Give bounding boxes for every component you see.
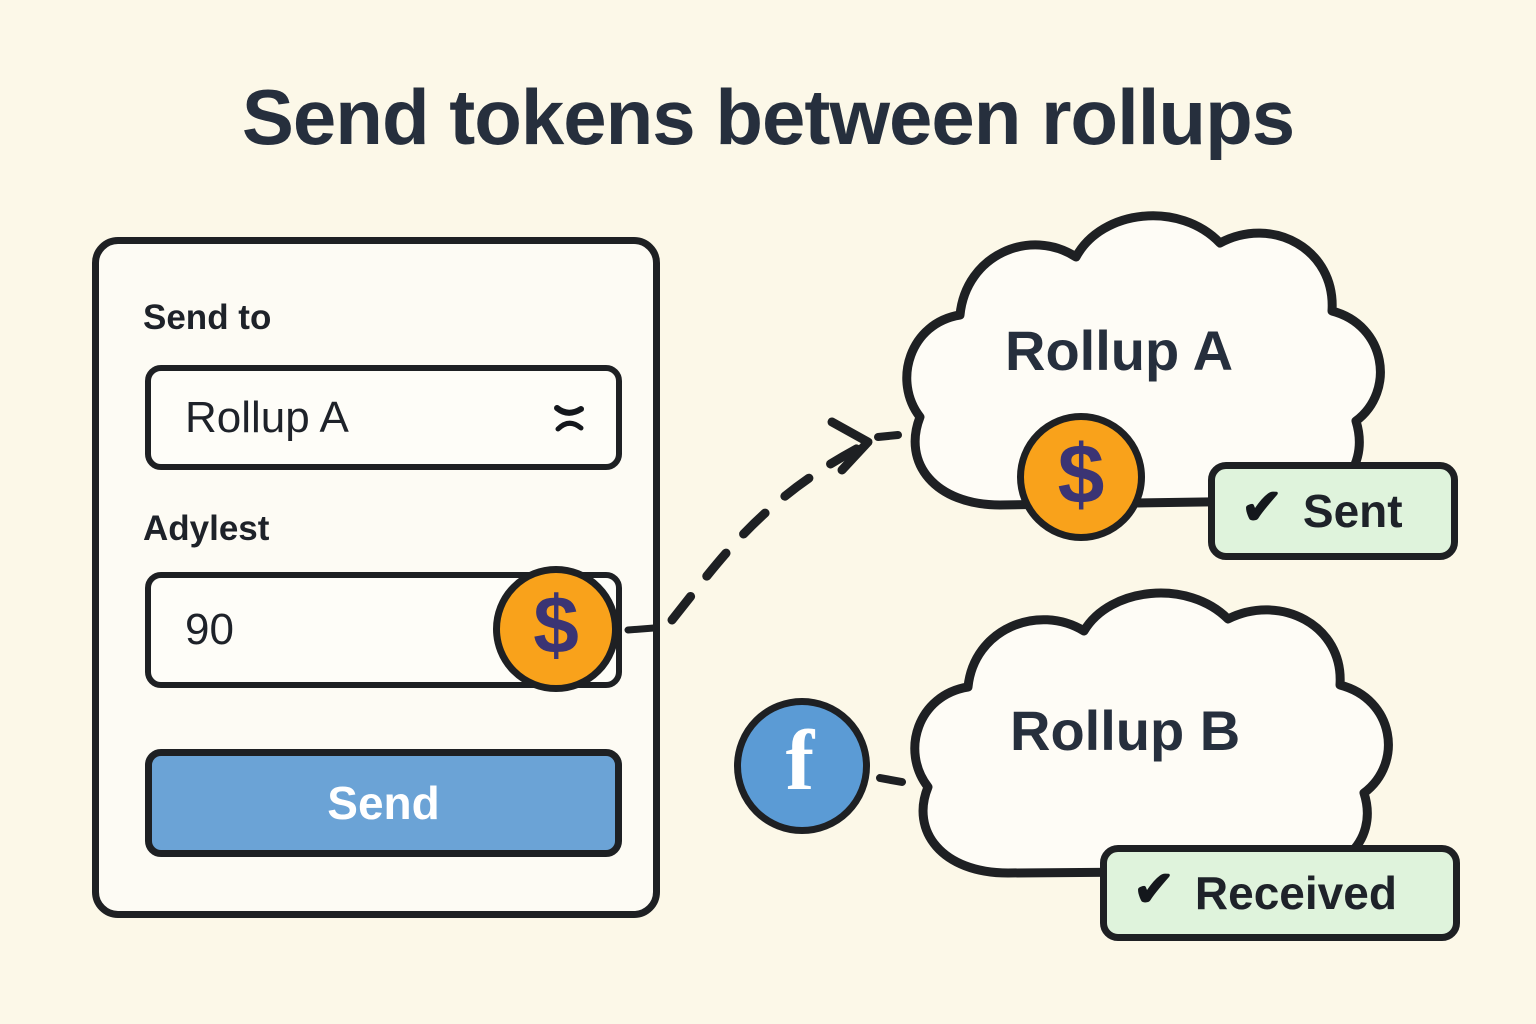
arrowhead-icon <box>827 417 873 475</box>
dollar-glyph: $ <box>1057 426 1105 521</box>
check-icon: ✔ <box>1133 861 1175 917</box>
facebook-glyph: f <box>785 712 815 808</box>
dollar-glyph: $ <box>533 580 579 671</box>
rollup-a-dollar-coin-icon: $ <box>1017 413 1145 541</box>
status-badge-sent: ✔ Sent <box>1208 462 1458 560</box>
status-badge-sent-label: Sent <box>1302 485 1403 537</box>
facebook-icon[interactable]: f <box>734 698 870 834</box>
send-button[interactable]: Send <box>145 749 622 857</box>
dashed-arrow-path <box>667 441 867 625</box>
page-title: Send tokens between rollups <box>241 73 1295 161</box>
rollup-a-cloud[interactable] <box>880 205 1400 545</box>
status-badge-received: ✔ Received <box>1100 845 1460 941</box>
check-icon: ✔ <box>1241 479 1283 535</box>
close-x-icon[interactable] <box>552 401 586 435</box>
amount-value: 90 <box>185 605 234 654</box>
send-to-label: Send to <box>143 298 272 337</box>
dollar-coin-icon: $ <box>493 566 619 692</box>
cloud-b-outline <box>910 588 1393 878</box>
send-to-value: Rollup A <box>185 392 349 442</box>
status-badge-received-label: Received <box>1194 867 1397 919</box>
send-to-input[interactable]: Rollup A <box>145 365 622 470</box>
rollup-b-cloud[interactable] <box>890 585 1410 905</box>
cloud-a-outline <box>902 211 1385 510</box>
rollup-a-label: Rollup A <box>1005 319 1234 382</box>
rollup-b-label: Rollup B <box>1010 699 1241 762</box>
amount-label: Adylest <box>143 509 270 548</box>
